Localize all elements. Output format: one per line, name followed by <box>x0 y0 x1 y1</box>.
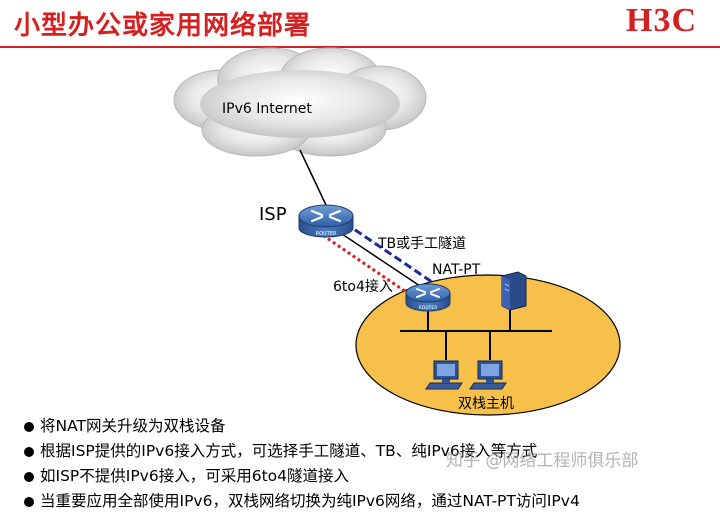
isp-natpt-link <box>329 225 427 291</box>
bullet-dot-icon <box>24 472 34 482</box>
natpt-router-badge: ROUTER <box>419 305 438 311</box>
bullet-dot-icon <box>24 497 34 507</box>
page-title: 小型办公或家用网络部署 <box>14 11 312 41</box>
natpt-label: NAT-PT <box>432 262 481 278</box>
server-icon <box>501 271 527 311</box>
sixto4-label: 6to4接入 <box>333 279 393 295</box>
tunnel-label: TB或手工隧道 <box>378 236 467 252</box>
bullet-item: 根据ISP提供的IPv6接入方式，可选择手工隧道、TB、纯IPv6接入等方式 <box>24 439 580 464</box>
isp-router-badge: ROUTER <box>316 231 337 237</box>
isp-label: ISP <box>259 204 287 225</box>
bullet-text: 如ISP不提供IPv6接入，可采用6to4隧道接入 <box>40 467 349 485</box>
dual-stack-host-label: 双栈主机 <box>458 396 514 412</box>
sixto4-link <box>317 230 413 298</box>
isp-router-icon: ROUTER <box>298 204 354 238</box>
bullet-dot-icon <box>24 447 34 457</box>
cloud-isp-link <box>299 149 327 206</box>
bullet-item: 如ISP不提供IPv6接入，可采用6to4隧道接入 <box>24 464 580 489</box>
dual-stack-host-2-icon <box>469 360 507 390</box>
bullet-list: 将NAT网关升级为双栈设备 根据ISP提供的IPv6接入方式，可选择手工隧道、T… <box>24 414 580 514</box>
h3c-logo: H3C <box>626 2 697 39</box>
bullet-dot-icon <box>24 422 34 432</box>
bullet-text: 当重要应用全部使用IPv6，双栈网络切换为纯IPv6网络，通过NAT-PT访问I… <box>40 492 580 510</box>
natpt-router-icon: ROUTER <box>405 283 451 312</box>
title-divider <box>0 46 720 48</box>
bullet-item: 当重要应用全部使用IPv6，双栈网络切换为纯IPv6网络，通过NAT-PT访问I… <box>24 489 580 514</box>
bullet-text: 根据ISP提供的IPv6接入方式，可选择手工隧道、TB、纯IPv6接入等方式 <box>40 442 538 460</box>
internet-label: IPv6 Internet <box>222 101 312 117</box>
bullet-item: 将NAT网关升级为双栈设备 <box>24 414 580 439</box>
watermark: 知乎 @网络工程师俱乐部 <box>446 451 639 471</box>
bullet-text: 将NAT网关升级为双栈设备 <box>40 417 226 435</box>
ipv6-internet-cloud <box>173 47 427 157</box>
dual-stack-host-1-icon <box>425 360 463 390</box>
tunnel-link <box>344 221 433 284</box>
